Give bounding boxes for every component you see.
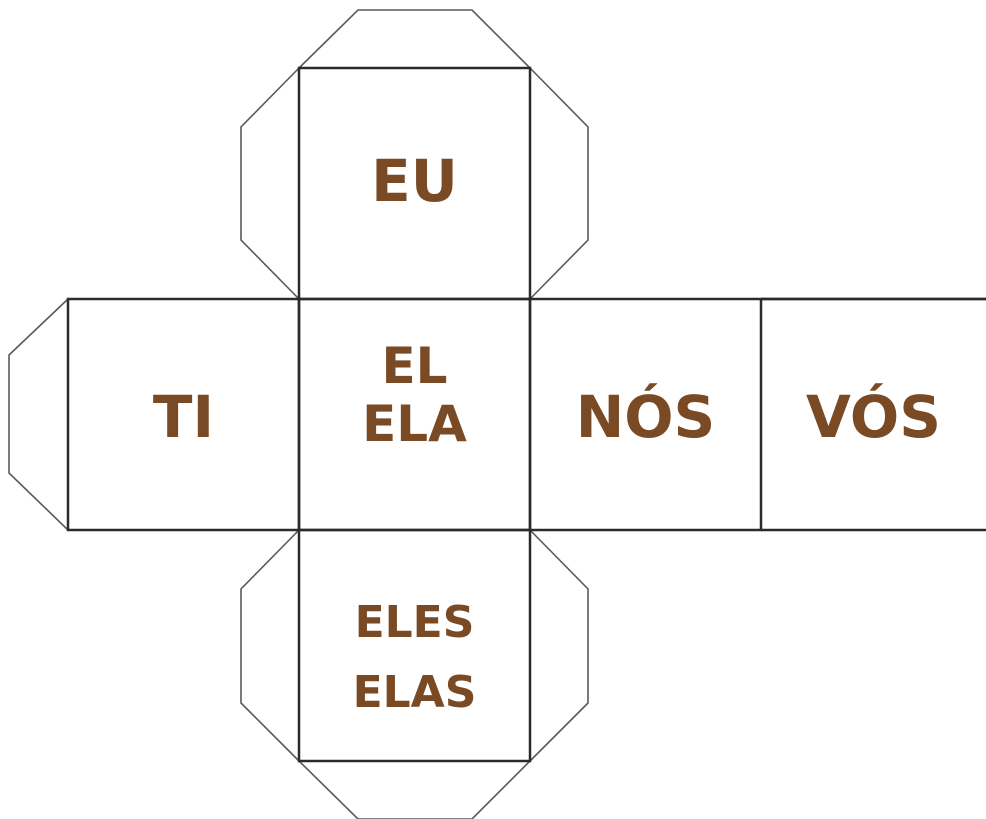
face-right [528,297,763,532]
label-el-ela: EL ELA [362,337,467,453]
label-eles-elas: ELES ELAS [352,597,477,719]
face-bottom [297,528,532,763]
tab-bottom [298,760,531,819]
label-vos: VÓS [806,383,941,451]
tab-top-left [240,67,300,300]
tab-top-right [529,67,589,300]
label-ti: TI [152,383,215,451]
tab-top [298,9,531,69]
tab-bottom-left [240,529,300,762]
tab-left [8,298,69,531]
label-eu: EU [371,147,458,215]
tab-bottom-right [529,529,589,762]
label-nos: NÓS [575,383,716,451]
